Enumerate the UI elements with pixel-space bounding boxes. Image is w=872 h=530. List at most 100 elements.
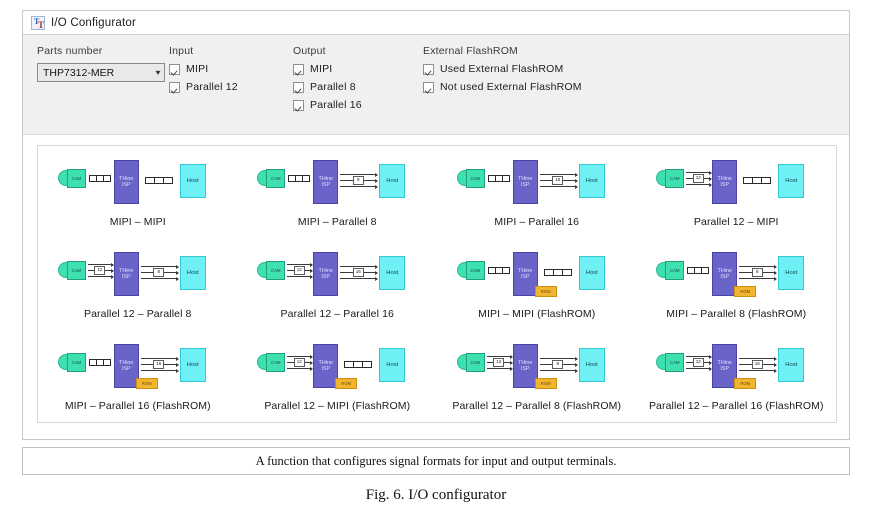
host-block: Host <box>179 348 206 382</box>
diagram-label: MIPI – MIPI (FlashROM) <box>478 308 596 320</box>
checkbox-used-external-flashrom[interactable]: Used External FlashROM <box>423 63 582 75</box>
camera-block: CAM <box>465 169 485 188</box>
diagram-label: MIPI – Parallel 8 (FlashROM) <box>666 308 807 320</box>
mipi-cable-icon <box>687 267 710 274</box>
checkbox-icon[interactable] <box>423 81 434 93</box>
host-block: Host <box>578 256 605 290</box>
bus-width-label: 12 <box>293 266 305 275</box>
diagram-label: Parallel 12 – MIPI <box>693 216 779 228</box>
bus-width-label: 8 <box>751 268 763 277</box>
diagram-label: Parallel 12 – Parallel 16 (FlashROM) <box>648 400 824 412</box>
diagram-label: MIPI – Parallel 8 <box>297 216 377 228</box>
checkbox-output-mipi[interactable]: MIPI <box>293 63 362 75</box>
camera-lens-icon <box>656 170 666 186</box>
mipi-cable-icon <box>543 269 572 276</box>
diagram-label: MIPI – MIPI <box>109 216 166 228</box>
host-block: Host <box>179 164 206 198</box>
flashrom-block: ROM <box>734 286 757 297</box>
diagram-label: Parallel 12 – MIPI (FlashROM) <box>264 400 411 412</box>
checkbox-input-parallel12[interactable]: Parallel 12 <box>169 81 238 93</box>
input-group: Input MIPI Parallel 12 <box>169 45 238 99</box>
checkbox-label: Not used External FlashROM <box>440 81 582 93</box>
bus-width-label: 16 <box>153 360 165 369</box>
mipi-cable-icon <box>88 175 111 182</box>
camera-block: CAM <box>66 169 86 188</box>
checkbox-icon[interactable] <box>293 63 304 75</box>
camera-lens-icon <box>57 262 67 278</box>
mipi-cable-icon <box>487 175 510 182</box>
bus-width-label: 16 <box>352 268 364 277</box>
host-block: Host <box>379 256 406 290</box>
camera-block: CAM <box>266 261 286 280</box>
output-group: Output MIPI Parallel 8 Parallel 16 <box>293 45 362 117</box>
camera-lens-icon <box>57 354 67 370</box>
camera-block: CAM <box>66 353 86 372</box>
camera-block: CAM <box>266 169 286 188</box>
camera-lens-icon <box>456 262 466 278</box>
figure-caption: Fig. 6. I/O configurator <box>365 487 507 503</box>
camera-block: CAM <box>665 261 685 280</box>
bus-width-label: 16 <box>751 360 763 369</box>
camera-lens-icon <box>257 262 267 278</box>
parts-number-select[interactable]: THP7312-MER ▾ <box>37 63 165 82</box>
bus-width-label: 8 <box>552 360 564 369</box>
bus-width-label: 8 <box>153 268 165 277</box>
checkbox-icon[interactable] <box>293 81 304 93</box>
checkbox-icon[interactable] <box>169 81 180 93</box>
checkbox-icon[interactable] <box>169 63 180 75</box>
diagram-label: Parallel 12 – Parallel 16 <box>280 308 394 320</box>
flashrom-block: ROM <box>534 378 557 389</box>
checkbox-output-parallel16[interactable]: Parallel 16 <box>293 99 362 111</box>
checkbox-label: Parallel 16 <box>310 99 362 111</box>
settings-panel: Parts number THP7312-MER ▾ Input MIPI Pa… <box>23 35 849 135</box>
window-title: I/O Configurator <box>51 16 137 29</box>
description-bar: A function that configures signal format… <box>22 447 850 475</box>
host-block: Host <box>379 164 406 198</box>
checkbox-not-used-external-flashrom[interactable]: Not used External FlashROM <box>423 81 582 93</box>
host-block: Host <box>578 348 605 382</box>
parts-number-label: Parts number <box>37 45 103 57</box>
camera-lens-icon <box>57 170 67 186</box>
host-block: Host <box>778 164 805 198</box>
bus-width-label: 12 <box>692 174 704 183</box>
host-block: Host <box>578 164 605 198</box>
mipi-cable-icon <box>144 177 173 184</box>
checkbox-label: Parallel 12 <box>186 81 238 93</box>
host-block: Host <box>778 256 805 290</box>
checkbox-input-mipi[interactable]: MIPI <box>169 63 238 75</box>
camera-block: CAM <box>266 353 286 372</box>
bus-width-label: 12 <box>94 266 106 275</box>
checkbox-icon[interactable] <box>423 63 434 75</box>
camera-block: CAM <box>465 261 485 280</box>
flashrom-block: ROM <box>135 378 158 389</box>
checkbox-icon[interactable] <box>293 99 304 111</box>
flashrom-block: ROM <box>335 378 358 389</box>
checkbox-output-parallel8[interactable]: Parallel 8 <box>293 81 362 93</box>
